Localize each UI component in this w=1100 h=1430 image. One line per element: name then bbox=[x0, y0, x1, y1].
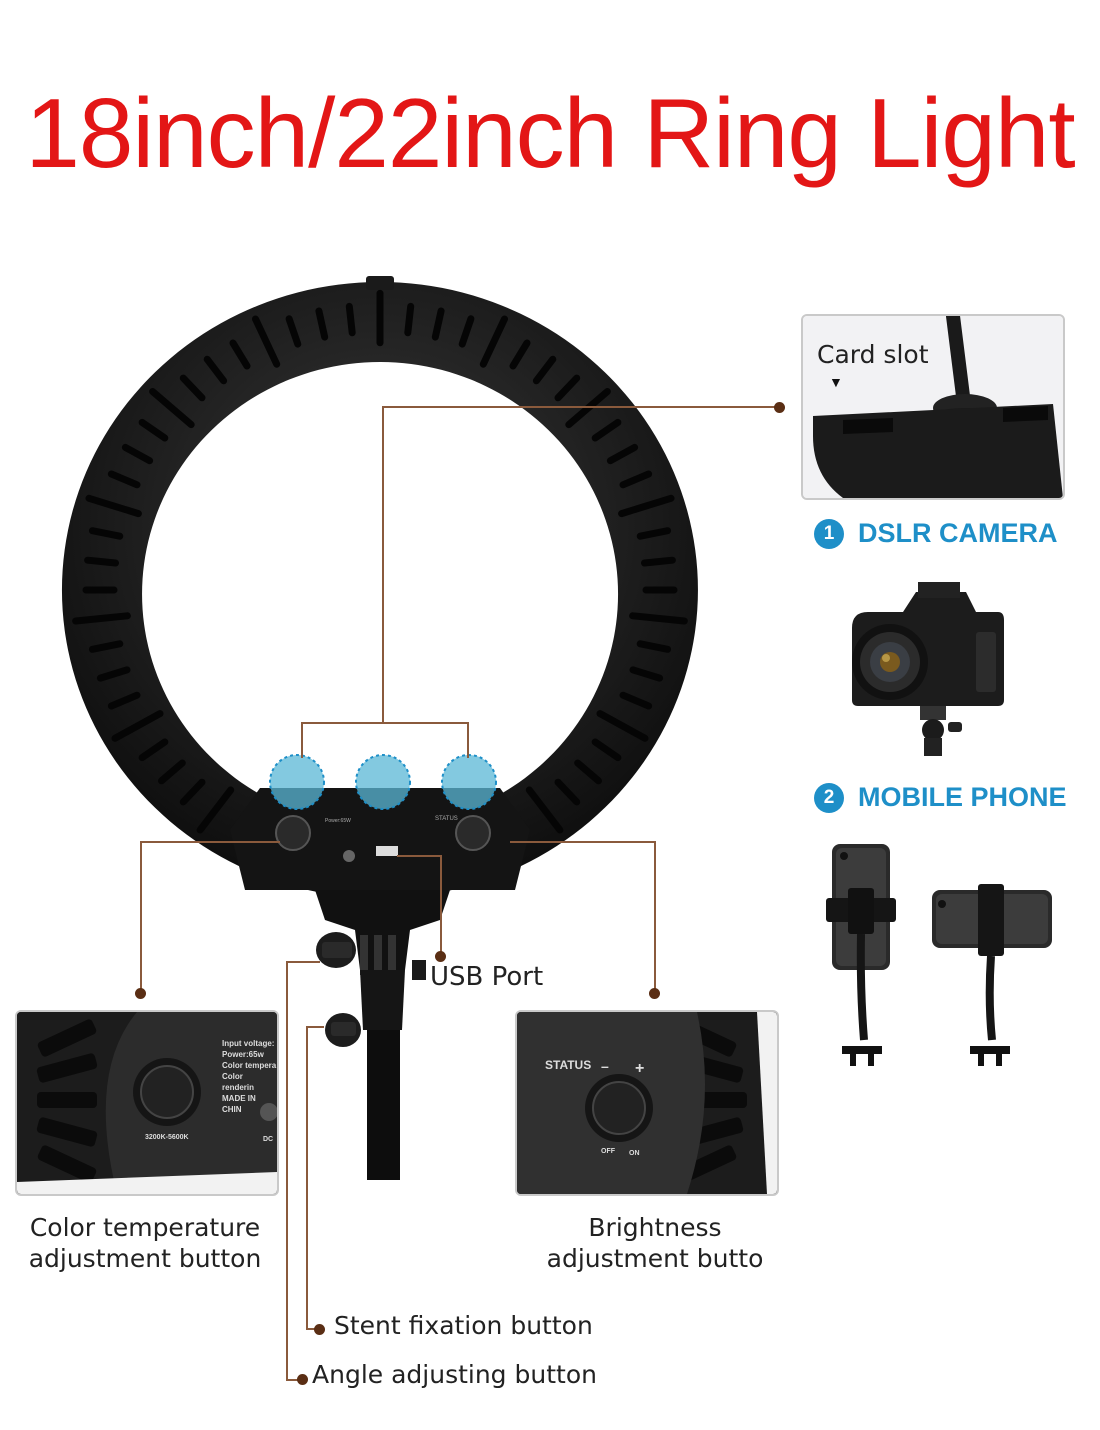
vent-slot bbox=[149, 388, 195, 429]
ring-vents bbox=[72, 289, 688, 834]
panel-left-dc: DC bbox=[263, 1136, 274, 1143]
section-mobile-phone: 2 MOBILE PHONE bbox=[814, 782, 1067, 813]
vent-slot bbox=[574, 759, 602, 785]
vent-slot bbox=[525, 786, 564, 834]
brightness-panel-image bbox=[517, 1012, 777, 1194]
panel-right-plus: + bbox=[635, 1060, 645, 1077]
vent-slot bbox=[596, 710, 649, 742]
highlight-2 bbox=[355, 754, 411, 810]
vent-slot bbox=[107, 470, 141, 489]
vent-slot bbox=[138, 738, 169, 762]
vent-slot bbox=[85, 494, 142, 518]
vent-slot bbox=[179, 778, 206, 806]
brightness-knob bbox=[455, 815, 491, 851]
vent-slot bbox=[88, 527, 124, 540]
phone-clamp-horizontal bbox=[978, 884, 1004, 956]
section-mobile-label: MOBILE PHONE bbox=[858, 782, 1067, 812]
card-slot-label: Card slot bbox=[817, 340, 929, 369]
page-title: 18inch/22inch Ring Light bbox=[25, 78, 1075, 188]
vent-slot bbox=[96, 666, 131, 682]
dslr-camera-image bbox=[852, 582, 1004, 756]
number-badge-1: 1 bbox=[814, 518, 844, 549]
usb-port bbox=[376, 846, 398, 856]
control-box bbox=[230, 788, 530, 890]
vent-slot bbox=[431, 307, 445, 341]
stent-fixation-label: Stent fixation button bbox=[334, 1311, 593, 1340]
section-dslr-camera: 1 DSLR CAMERA bbox=[814, 518, 1058, 549]
vent-slot bbox=[591, 738, 622, 762]
color-temp-caption: Color temperature adjustment button bbox=[28, 1213, 262, 1273]
vent-slot bbox=[509, 339, 531, 370]
vent-slot bbox=[252, 315, 281, 368]
panel-right-off: OFF bbox=[601, 1148, 615, 1155]
vent-slot bbox=[138, 418, 169, 442]
vent-slot bbox=[315, 307, 329, 341]
vent-slot bbox=[158, 759, 186, 785]
card-slot-image bbox=[803, 316, 1063, 498]
bracket bbox=[315, 890, 450, 970]
panel-right-status: STATUS bbox=[545, 1058, 592, 1072]
vent-slot bbox=[345, 302, 356, 337]
vent-slot bbox=[619, 470, 653, 489]
card-slot-arrow-icon: ▼ bbox=[829, 374, 843, 390]
vent-slot bbox=[121, 443, 154, 465]
vent-slot bbox=[618, 494, 675, 518]
vent-slot bbox=[84, 556, 119, 567]
ring-light-illustration: Power:65W STATUS bbox=[61, 276, 698, 1180]
color-temp-knob bbox=[275, 815, 311, 851]
vent-slot bbox=[479, 315, 508, 368]
vent-slot bbox=[111, 710, 164, 742]
vent-slot bbox=[565, 388, 611, 429]
color-temp-panel-image bbox=[17, 1012, 277, 1194]
panel-right-on: ON bbox=[629, 1150, 640, 1157]
vent-slot bbox=[285, 315, 302, 348]
stand-pole bbox=[367, 1030, 400, 1180]
angle-adjusting-label: Angle adjusting button bbox=[312, 1360, 597, 1389]
vent-slot bbox=[107, 691, 141, 710]
highlight-1 bbox=[269, 754, 325, 810]
color-temp-panel: Input voltage: Power:65w Color tempera C… bbox=[15, 1010, 279, 1196]
vent-slot bbox=[229, 339, 251, 370]
vent-slot bbox=[606, 443, 639, 465]
vent-slot bbox=[636, 527, 672, 540]
vent-slot bbox=[591, 418, 622, 442]
vent-slot bbox=[629, 612, 688, 625]
vent-slot bbox=[179, 374, 206, 402]
vent-slot bbox=[72, 612, 131, 625]
vent-slot bbox=[636, 640, 672, 653]
svg-text:STATUS: STATUS bbox=[435, 816, 458, 822]
usb-port-label: USB Port bbox=[430, 962, 544, 992]
panel-right-minus: – bbox=[601, 1058, 609, 1074]
vent-slot bbox=[554, 778, 581, 806]
brightness-caption: Brightness adjustment butto bbox=[546, 1213, 764, 1273]
vent-slot bbox=[404, 302, 415, 337]
svg-text:Power:65W: Power:65W bbox=[325, 818, 351, 824]
card-slot-panel: Card slot ▼ bbox=[801, 314, 1065, 500]
vent-slot bbox=[203, 355, 228, 385]
section-dslr-label: DSLR CAMERA bbox=[858, 518, 1058, 548]
highlight-3 bbox=[441, 754, 497, 810]
brightness-panel: STATUS – + OFF ON bbox=[515, 1010, 779, 1196]
vent-slot bbox=[641, 556, 676, 567]
number-badge-2: 2 bbox=[814, 782, 844, 813]
vent-slot bbox=[619, 691, 653, 710]
vent-slot bbox=[532, 355, 557, 385]
vent-slot bbox=[458, 315, 475, 348]
vent-slot bbox=[196, 786, 235, 834]
mobile-phone-holders-image bbox=[826, 844, 1052, 1066]
vent-slot bbox=[629, 666, 664, 682]
vent-slot bbox=[88, 640, 124, 653]
panel-left-specs: Input voltage: Power:65w Color tempera C… bbox=[222, 1039, 277, 1114]
vent-slot bbox=[554, 374, 581, 402]
panel-left-range: 3200K-5600K bbox=[145, 1134, 189, 1141]
